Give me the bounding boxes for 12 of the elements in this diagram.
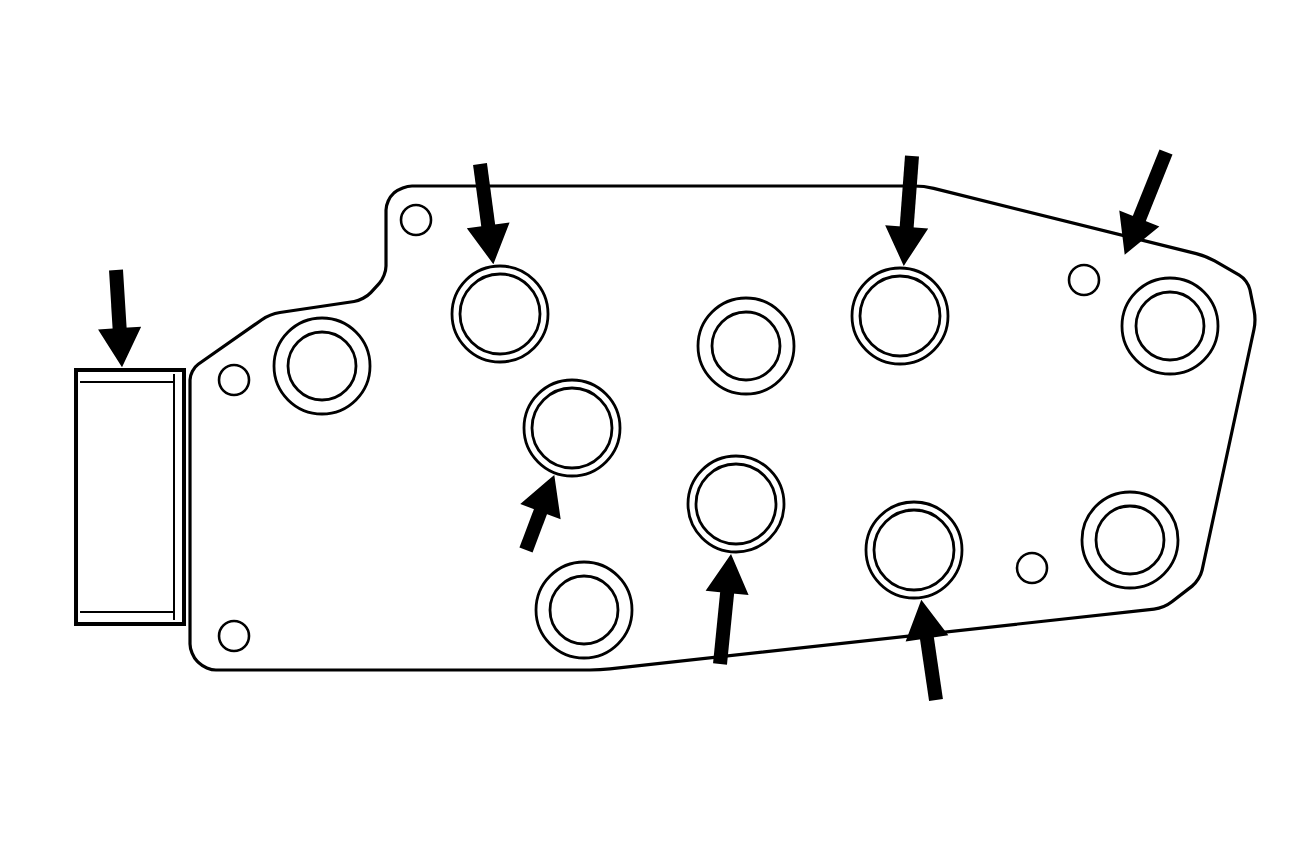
port-hole bbox=[522, 378, 622, 478]
port-hole bbox=[686, 454, 786, 554]
port-hole bbox=[1080, 490, 1180, 590]
port-hole bbox=[696, 296, 796, 396]
port-hole bbox=[864, 500, 964, 600]
port-hole bbox=[272, 316, 372, 416]
port-hole bbox=[1120, 276, 1220, 376]
port-hole bbox=[534, 560, 634, 660]
connector-drawing bbox=[74, 368, 186, 626]
port-hole bbox=[850, 266, 950, 366]
port-hole bbox=[450, 264, 550, 364]
plate-drawing bbox=[188, 184, 1257, 672]
